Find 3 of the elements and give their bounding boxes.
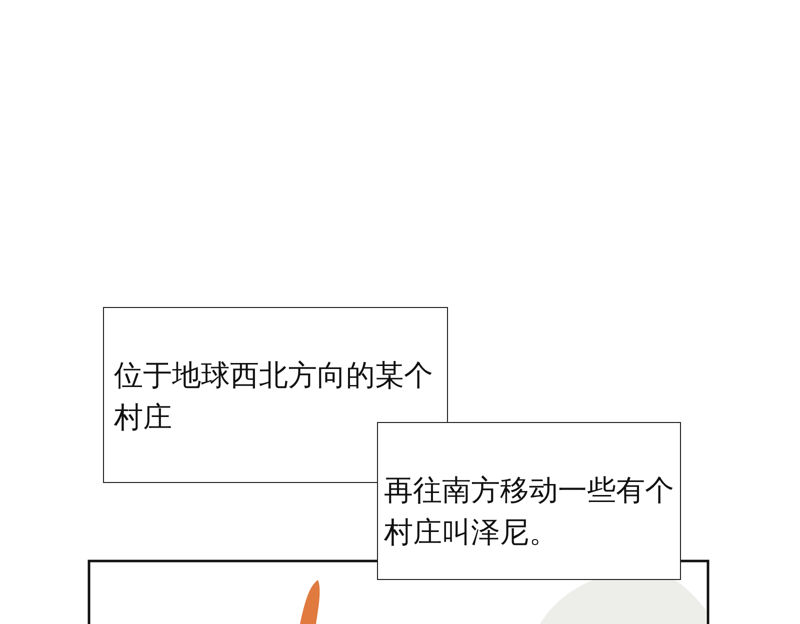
caption-box xyxy=(377,422,681,580)
caption-text: 位于地球西北方向的某个村庄 xyxy=(114,357,434,436)
caption-text: 再往南方移动一些有个村庄叫泽尼。 xyxy=(384,472,675,551)
